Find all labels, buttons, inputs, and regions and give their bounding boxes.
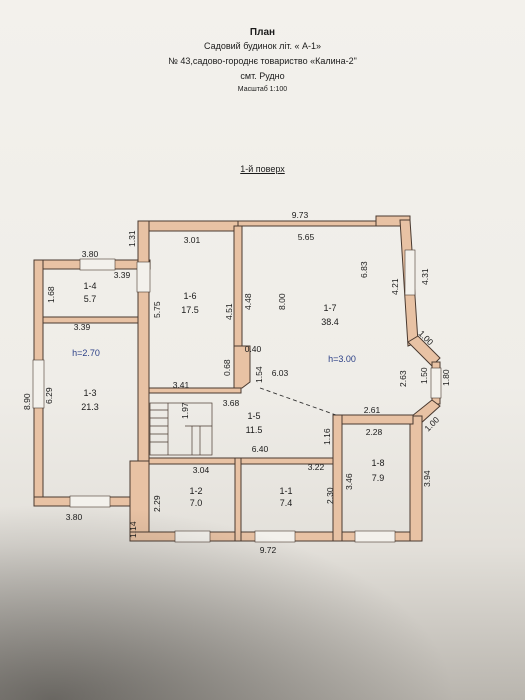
dim-800: 8.00 xyxy=(277,293,287,310)
room-1-2-area: 7.0 xyxy=(190,498,203,508)
dim-629: 6.29 xyxy=(44,387,54,404)
dim-421: 4.21 xyxy=(390,278,400,295)
room-1-4-area: 5.7 xyxy=(84,294,97,304)
room-1-5-id: 1-5 xyxy=(247,411,260,421)
room-1-7-area: 38.4 xyxy=(321,317,339,327)
dim-683: 6.83 xyxy=(359,261,369,278)
window-bay xyxy=(430,367,442,399)
window-annex-bottom xyxy=(69,495,111,508)
window-annex-top xyxy=(79,258,116,271)
stairs xyxy=(149,402,213,456)
staircase xyxy=(149,402,213,456)
dim-top-total: 9.73 xyxy=(292,210,309,220)
dim-603: 6.03 xyxy=(272,368,289,378)
window-17-right xyxy=(404,249,416,296)
wall-18-top xyxy=(332,414,414,425)
dim-394: 3.94 xyxy=(422,470,432,487)
dim-068: 0.68 xyxy=(222,359,232,376)
floor-label: 1-й поверх xyxy=(240,164,285,174)
dim-890: 8.90 xyxy=(22,393,32,410)
room-1-6-id: 1-6 xyxy=(183,291,196,301)
dim-228: 2.28 xyxy=(366,427,383,437)
room-1-7-id: 1-7 xyxy=(323,303,336,313)
wall-18-left xyxy=(332,414,343,542)
dim-131: 1.31 xyxy=(127,230,137,247)
dim-640: 6.40 xyxy=(252,444,269,454)
address-line: № 43,садово-городнє товариство «Калина-2… xyxy=(168,56,357,66)
dim-346: 3.46 xyxy=(344,473,354,490)
dim-left-339b: 3.39 xyxy=(74,322,91,332)
room-1-3-id: 1-3 xyxy=(83,388,96,398)
dim-341: 3.41 xyxy=(173,380,190,390)
dim-left-380: 3.80 xyxy=(82,249,99,259)
dim-229: 2.29 xyxy=(152,495,162,512)
room-1-2-id: 1-2 xyxy=(189,486,202,496)
scale-line: Масштаб 1:100 xyxy=(237,86,288,93)
building-name: Садовий будинок літ. « А-1» xyxy=(204,41,321,51)
height-left: h=2.70 xyxy=(72,348,100,358)
height-labels: h=2.70 h=3.00 xyxy=(72,348,356,364)
room-1-8-id: 1-8 xyxy=(371,458,384,468)
window-16-left xyxy=(136,261,151,293)
dim-304: 3.04 xyxy=(193,465,210,475)
wall-top-window xyxy=(237,220,377,227)
plan-title: План xyxy=(249,27,276,38)
dim-263: 2.63 xyxy=(398,370,408,387)
wall-14-bottom xyxy=(42,316,139,324)
wall-chamfer-upper xyxy=(407,335,441,367)
dim-168: 1.68 xyxy=(46,286,56,303)
dim-368: 3.68 xyxy=(223,398,240,408)
dim-top-301: 3.01 xyxy=(184,235,201,245)
dim-448: 4.48 xyxy=(243,293,253,310)
dim-150: 1.50 xyxy=(419,367,429,384)
wall-column xyxy=(233,345,251,389)
room-1-5-area: 11.5 xyxy=(246,425,263,435)
settlement-line: смт. Рудно xyxy=(240,71,285,81)
height-right: h=3.00 xyxy=(328,354,356,364)
dim-154: 1.54 xyxy=(254,366,264,383)
wall-16-17 xyxy=(233,225,243,357)
window-18-bottom xyxy=(354,530,396,543)
dim-114: 1.14 xyxy=(128,521,138,538)
dim-451: 4.51 xyxy=(224,303,234,320)
room-divider-dashed xyxy=(259,387,337,416)
dim-116: 1.16 xyxy=(322,428,332,445)
room-1-1-id: 1-1 xyxy=(279,486,292,496)
wall-top-left xyxy=(137,220,239,232)
dim-180: 1.80 xyxy=(441,369,451,386)
dim-left-339a: 3.39 xyxy=(114,270,131,280)
dim-261: 2.61 xyxy=(364,405,381,415)
dim-431: 4.31 xyxy=(420,268,430,285)
wall-16-bottom xyxy=(148,387,242,394)
room-1-1-area: 7.4 xyxy=(280,498,293,508)
dim-230: 2.30 xyxy=(325,487,335,504)
window-12 xyxy=(174,530,211,543)
dim-575: 5.75 xyxy=(152,301,162,318)
window-11 xyxy=(254,530,296,543)
room-1-3-area: 21.3 xyxy=(81,402,99,412)
wall-12-11 xyxy=(234,457,242,542)
wall-right-lower xyxy=(409,415,423,542)
wall-main-left xyxy=(137,220,150,462)
room-1-4-id: 1-4 xyxy=(83,281,96,291)
dim-197: 1.97 xyxy=(180,402,190,419)
dim-top-565: 5.65 xyxy=(298,232,315,242)
dim-322: 3.22 xyxy=(308,462,325,472)
dim-bottom-380: 3.80 xyxy=(66,512,83,522)
window-annex-left xyxy=(32,359,45,409)
dim-040: 0.40 xyxy=(245,344,262,354)
room-1-8-area: 7.9 xyxy=(372,473,385,483)
dim-bottom-total: 9.72 xyxy=(260,545,277,555)
room-1-6-area: 17.5 xyxy=(181,305,199,315)
